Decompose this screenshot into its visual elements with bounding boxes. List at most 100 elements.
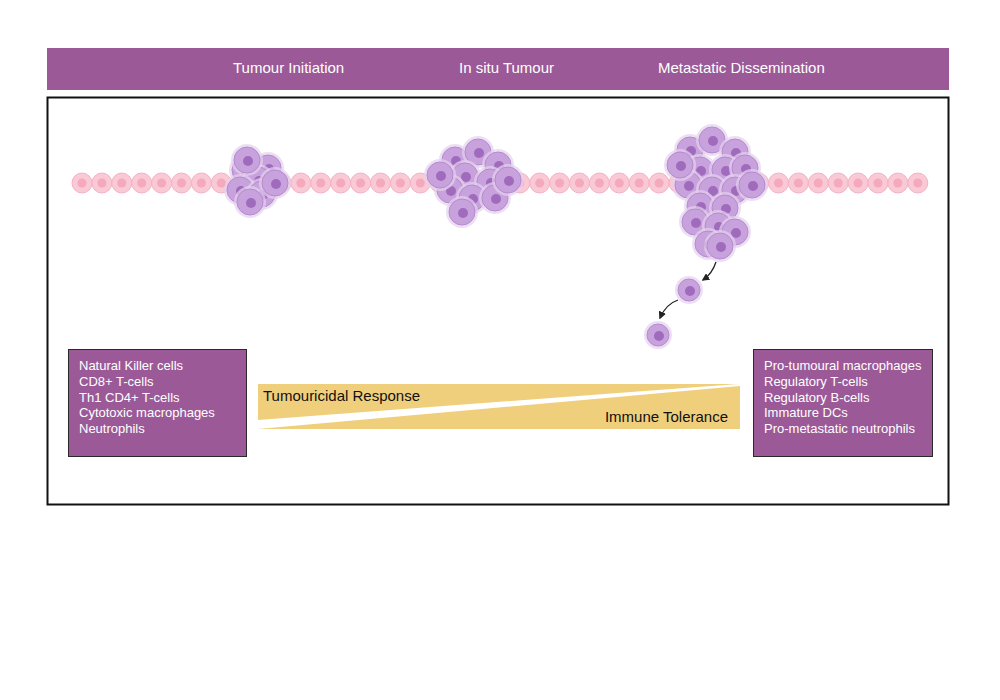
nucleus	[615, 179, 624, 188]
nucleus	[137, 179, 146, 188]
epithelial-cell	[291, 173, 311, 193]
tumour-halo	[231, 144, 263, 176]
tumour-halo	[424, 159, 456, 191]
nucleus	[436, 171, 446, 181]
nucleus	[893, 179, 902, 188]
epithelial-cell	[132, 173, 152, 193]
nucleus	[635, 179, 644, 188]
nucleus	[575, 179, 584, 188]
cell-type: Regulatory T-cells	[764, 374, 926, 390]
tumour-halo	[736, 169, 768, 201]
epithelial-cell	[570, 173, 590, 193]
epithelial-cell	[191, 173, 211, 193]
tolerance-wedge: Immune Tolerance	[258, 386, 742, 430]
nucleus	[874, 179, 883, 188]
epithelial-cell	[172, 173, 192, 193]
epithelial-cell	[649, 173, 669, 193]
arrow	[703, 262, 716, 280]
cell-type: Th1 CD4+ T-cells	[79, 390, 240, 406]
nucleus	[217, 179, 226, 188]
nucleus	[271, 179, 281, 189]
nucleus	[685, 286, 695, 296]
epithelial-cell	[769, 173, 789, 193]
arrow	[660, 300, 678, 318]
nucleus	[834, 179, 843, 188]
epithelial-cell	[112, 173, 132, 193]
cell-list-box: Natural Killer cellsCD8+ T-cellsTh1 CD4+…	[68, 349, 247, 457]
nucleus	[117, 179, 126, 188]
epithelial-cell	[311, 173, 331, 193]
nucleus	[356, 179, 365, 188]
epithelial-cell	[629, 173, 649, 193]
epithelial-cell	[530, 173, 550, 193]
nucleus	[474, 148, 484, 158]
nucleus	[197, 179, 206, 188]
frame	[48, 98, 949, 505]
tumour-halo	[446, 196, 478, 228]
tumour-halo	[675, 276, 703, 304]
epithelial-cell	[868, 173, 888, 193]
epithelial-cell	[788, 173, 808, 193]
tumour-halo	[492, 164, 524, 196]
nucleus	[684, 181, 694, 191]
nucleus	[535, 179, 544, 188]
cell-type: Cytotoxic macrophages	[79, 405, 240, 421]
nucleus	[655, 179, 664, 188]
nucleus	[708, 136, 718, 146]
epithelial-cell	[92, 173, 112, 193]
epithelial-cell	[609, 173, 629, 193]
epithelial-cell	[589, 173, 609, 193]
tumour-cell	[237, 189, 263, 215]
tumour-halo	[644, 321, 672, 349]
cell-list-box: Pro-tumoural macrophagesRegulatory T-cel…	[753, 349, 933, 457]
epithelial-cell	[331, 173, 351, 193]
epithelial-cell	[828, 173, 848, 193]
cell-type: Pro-metastatic neutrophils	[764, 421, 926, 437]
nucleus	[316, 179, 325, 188]
nucleus	[691, 218, 701, 228]
cell-type: Regulatory B-cells	[764, 390, 926, 406]
nucleus	[676, 161, 686, 171]
nucleus	[97, 179, 106, 188]
epithelial-cell	[888, 173, 908, 193]
nucleus	[716, 242, 726, 252]
wedge-label: Tumouricidal Response	[263, 387, 420, 404]
tumour-cell	[495, 167, 521, 193]
nucleus	[654, 331, 664, 341]
epithelial-cell	[72, 173, 92, 193]
nucleus	[246, 198, 256, 208]
nucleus	[854, 179, 863, 188]
nucleus	[555, 179, 564, 188]
tumour-cell	[667, 152, 693, 178]
cell-type: Neutrophils	[79, 421, 240, 437]
tumour-cell	[647, 324, 669, 346]
nucleus	[296, 179, 305, 188]
cell-type: CD8+ T-cells	[79, 374, 240, 390]
stage-label: Tumour Initiation	[233, 59, 344, 76]
nucleus	[336, 179, 345, 188]
nucleus	[376, 179, 385, 188]
nucleus	[396, 179, 405, 188]
nucleus	[458, 208, 468, 218]
tumour-halo	[234, 186, 266, 218]
tumour-cell	[678, 279, 700, 301]
tumour-cell	[234, 147, 260, 173]
tumour-cell	[739, 172, 765, 198]
nucleus	[504, 176, 514, 186]
nucleus	[157, 179, 166, 188]
epithelial-cell	[390, 173, 410, 193]
epithelial-cell	[808, 173, 828, 193]
epithelial-cell	[848, 173, 868, 193]
tumour-halo	[664, 149, 696, 181]
tumour-cell	[707, 233, 733, 259]
epithelial-cell	[371, 173, 391, 193]
nucleus	[177, 179, 186, 188]
wedge-label: Immune Tolerance	[605, 408, 728, 425]
tumour-halo	[704, 230, 736, 262]
cell-type: Pro-tumoural macrophages	[764, 358, 926, 374]
wedge-fill	[258, 386, 740, 429]
stage-bar: Tumour InitiationIn situ TumourMetastati…	[47, 48, 949, 90]
epithelial-cell	[550, 173, 570, 193]
nucleus	[814, 179, 823, 188]
epithelial-cell	[908, 173, 928, 193]
